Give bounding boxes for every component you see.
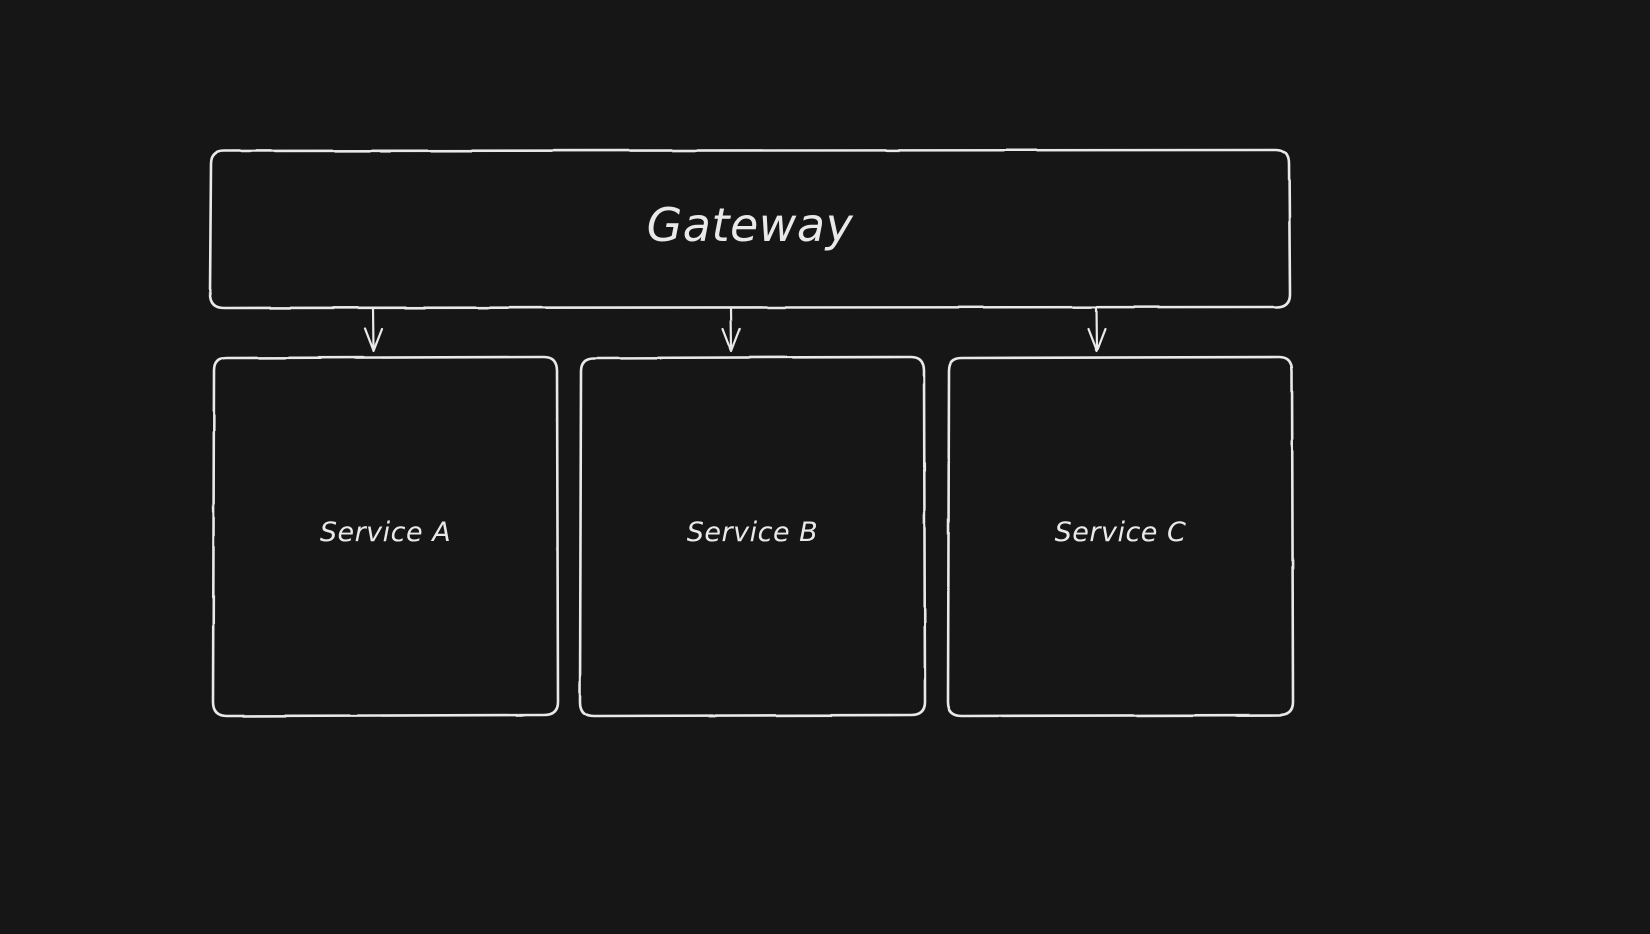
node-label-service-b: Service B	[686, 517, 819, 548]
edge-gateway-to-service-a	[363, 306, 384, 353]
node-service-b[interactable]	[578, 355, 927, 718]
node-gateway[interactable]	[208, 148, 1292, 310]
node-service-a[interactable]	[211, 355, 560, 718]
node-label-service-c: Service C	[1054, 517, 1187, 548]
node-service-c[interactable]	[946, 355, 1295, 718]
node-label-gateway: Gateway	[646, 198, 854, 252]
edge-gateway-to-service-b	[721, 306, 742, 353]
node-label-service-a: Service A	[319, 517, 452, 548]
edge-gateway-to-service-c	[1086, 306, 1107, 353]
